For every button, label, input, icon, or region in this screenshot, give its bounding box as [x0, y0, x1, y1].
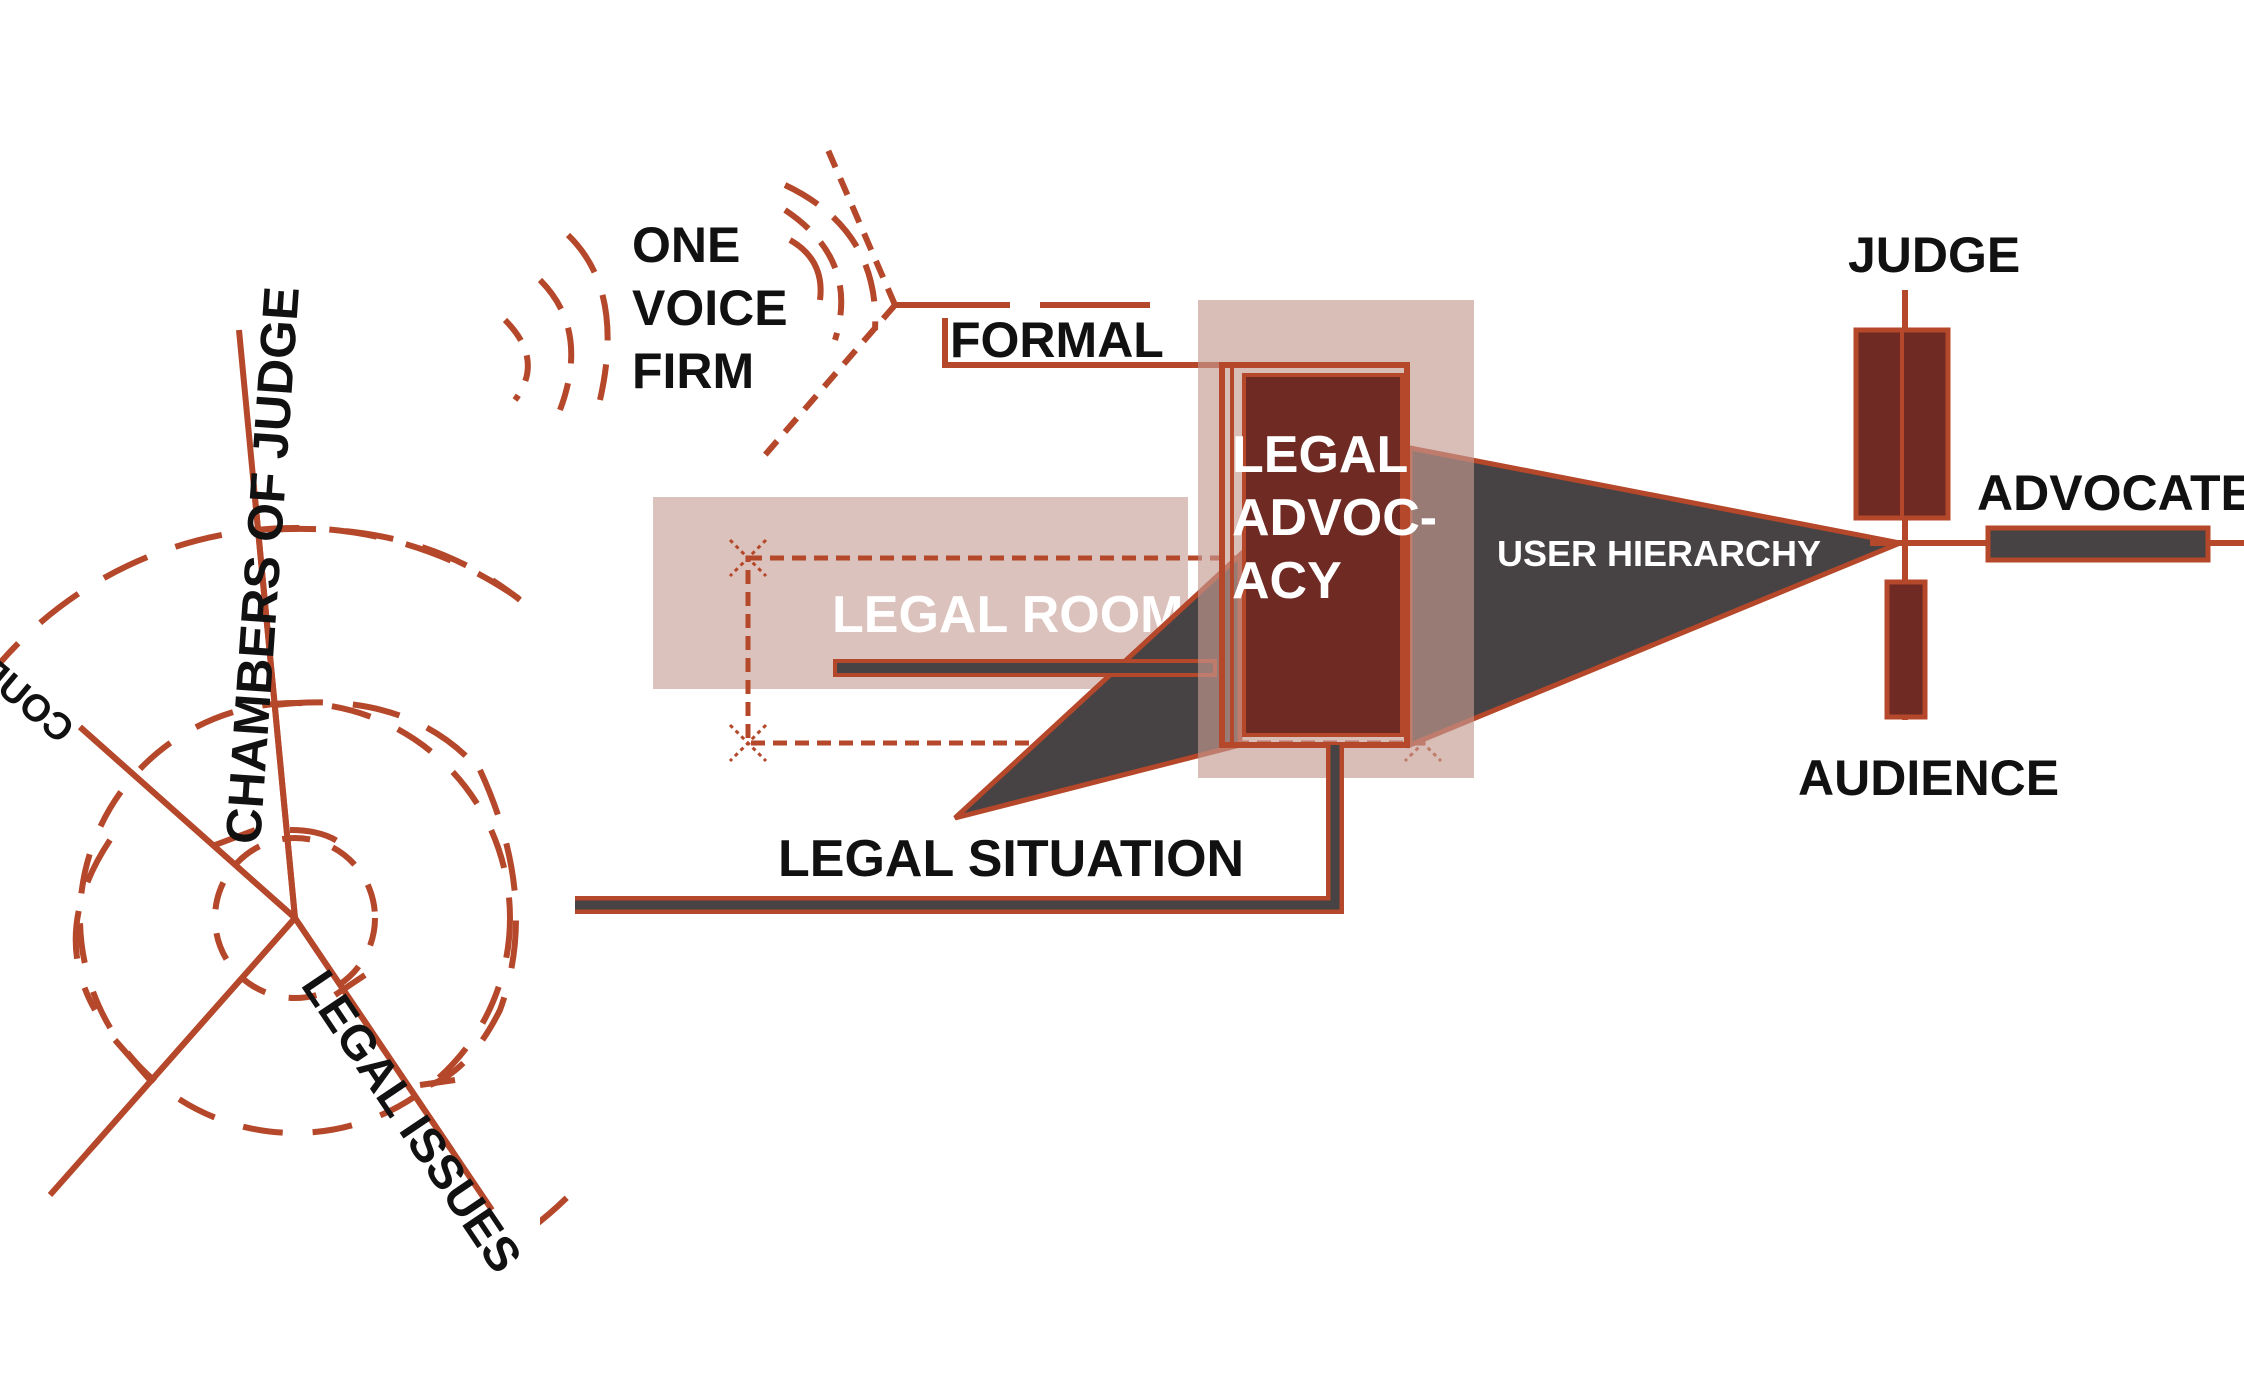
- legal-advocacy-block: [1242, 373, 1404, 737]
- wave-6: [502, 317, 531, 402]
- user-hierarchy-label: USER HIERARCHY: [1497, 533, 1821, 574]
- audience-label: AUDIENCE: [1798, 750, 2059, 806]
- court-radial-axes-top: [47, 329, 495, 1212]
- legal-advocacy-line-3: ACY: [1232, 552, 1342, 610]
- formal-label: FORMAL: [950, 312, 1164, 368]
- ring-mask-top: [0, 0, 540, 500]
- arc-left: [72, 838, 113, 1012]
- wave-3: [783, 182, 879, 331]
- speaker-line-lower: [762, 303, 898, 457]
- user-hierarchy-wedge: [1407, 444, 1909, 749]
- audience-block: [1884, 579, 1928, 720]
- advocate-label: ADVOCATE: [1977, 465, 2244, 521]
- ring-arcs: [72, 525, 522, 1088]
- legal-room-overlay: [653, 497, 1188, 689]
- arc-upper-outer: [267, 525, 522, 603]
- arc-right: [428, 768, 519, 1088]
- legal-room-bar: [833, 659, 1217, 677]
- arc-upper-mid: [274, 699, 473, 763]
- hierarchy-cross: [1853, 290, 2244, 720]
- wave-2: [783, 207, 845, 341]
- voice-label: VOICE: [632, 280, 788, 336]
- firm-label: FIRM: [632, 343, 754, 399]
- tick-2: [333, 972, 367, 998]
- tick-1: [213, 827, 257, 848]
- legal-room-label: LEGAL ROOM: [832, 586, 1183, 644]
- advocate-bar: [1985, 525, 2211, 563]
- inner-ring: [212, 835, 378, 1001]
- voice-speaker: [502, 148, 1150, 457]
- legal-situation-connector-core: [575, 745, 1340, 910]
- arc-upper-inner: [289, 827, 351, 853]
- legal-advocacy-line-2: ADVOC-: [1232, 489, 1437, 547]
- one-label: ONE: [632, 217, 740, 273]
- legal-advocacy-frame: [1219, 362, 1410, 748]
- judge-label: JUDGE: [1848, 227, 2020, 283]
- legal-situation-label: LEGAL SITUATION: [778, 830, 1244, 888]
- wave-5: [537, 277, 575, 412]
- ring-mask-bottom: [0, 1150, 540, 1394]
- legal-advocacy-line-1: LEGAL: [1232, 426, 1408, 484]
- wave-1: [788, 237, 824, 301]
- wave-4: [565, 232, 611, 401]
- speaker-line-upper: [825, 148, 898, 307]
